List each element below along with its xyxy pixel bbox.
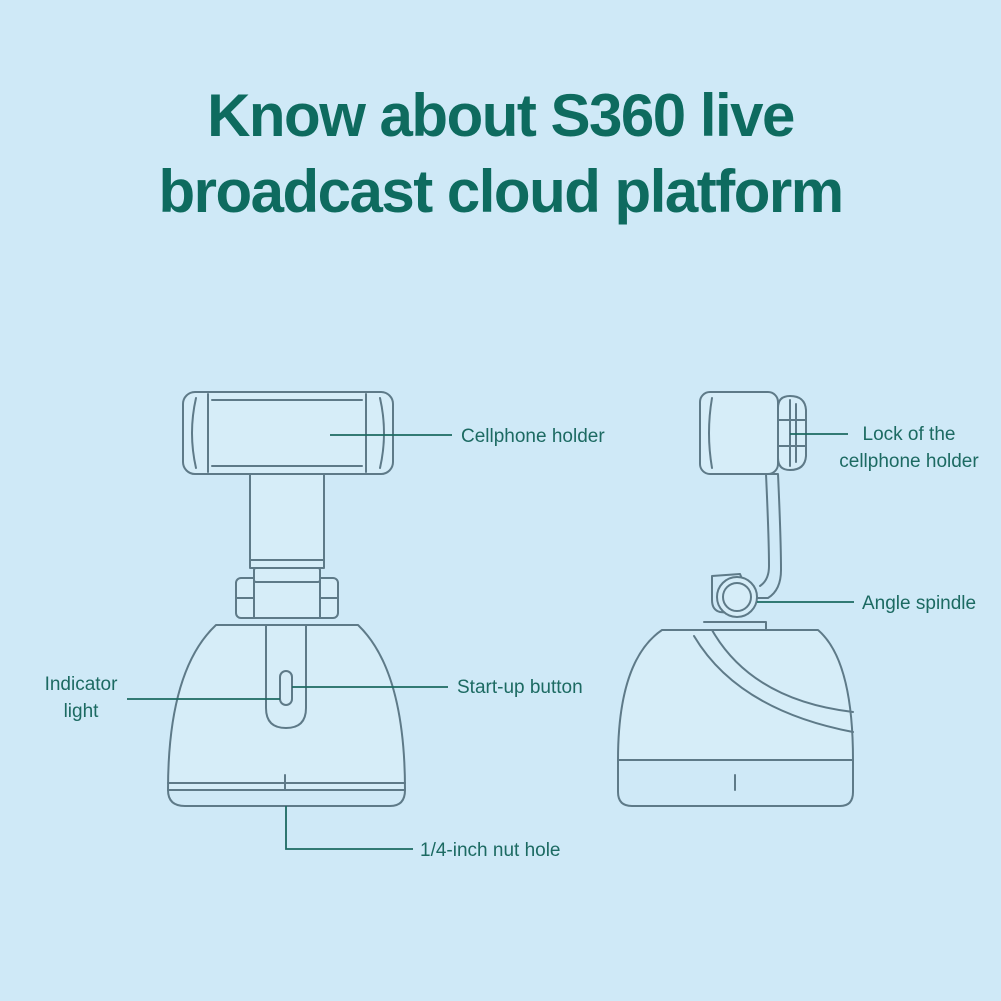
side-angle-spindle (716, 576, 758, 618)
title-line-2: broadcast cloud platform (158, 158, 844, 225)
side-arm (711, 473, 782, 615)
page-title: Know about S360 live broadcast cloud pla… (0, 78, 1001, 230)
label-indicator-light: Indicator light (38, 671, 124, 725)
side-view (617, 391, 854, 807)
label-cellphone-holder: Cellphone holder (461, 426, 605, 447)
front-base (167, 624, 406, 807)
leader-lines (127, 433, 854, 850)
label-startup-button: Start-up button (457, 677, 583, 698)
leader-nut-hole (285, 806, 413, 850)
front-hinge (235, 567, 339, 619)
side-lock-knob (777, 395, 807, 471)
front-arm (249, 473, 325, 569)
label-indicator-line-2: light (63, 701, 99, 722)
title-line-1: Know about S360 live (207, 82, 795, 149)
front-view (167, 391, 406, 807)
label-nut-hole: 1/4-inch nut hole (420, 840, 561, 861)
label-lock: Lock of the cellphone holder (830, 421, 988, 475)
label-lock-line-1: Lock of the (862, 424, 956, 445)
side-base (617, 621, 854, 807)
label-angle-spindle: Angle spindle (862, 593, 977, 614)
label-indicator-line-1: Indicator (44, 674, 118, 695)
front-cellphone-holder (182, 391, 394, 475)
side-cellphone-holder (699, 391, 779, 475)
label-lock-line-2: cellphone holder (839, 451, 979, 472)
